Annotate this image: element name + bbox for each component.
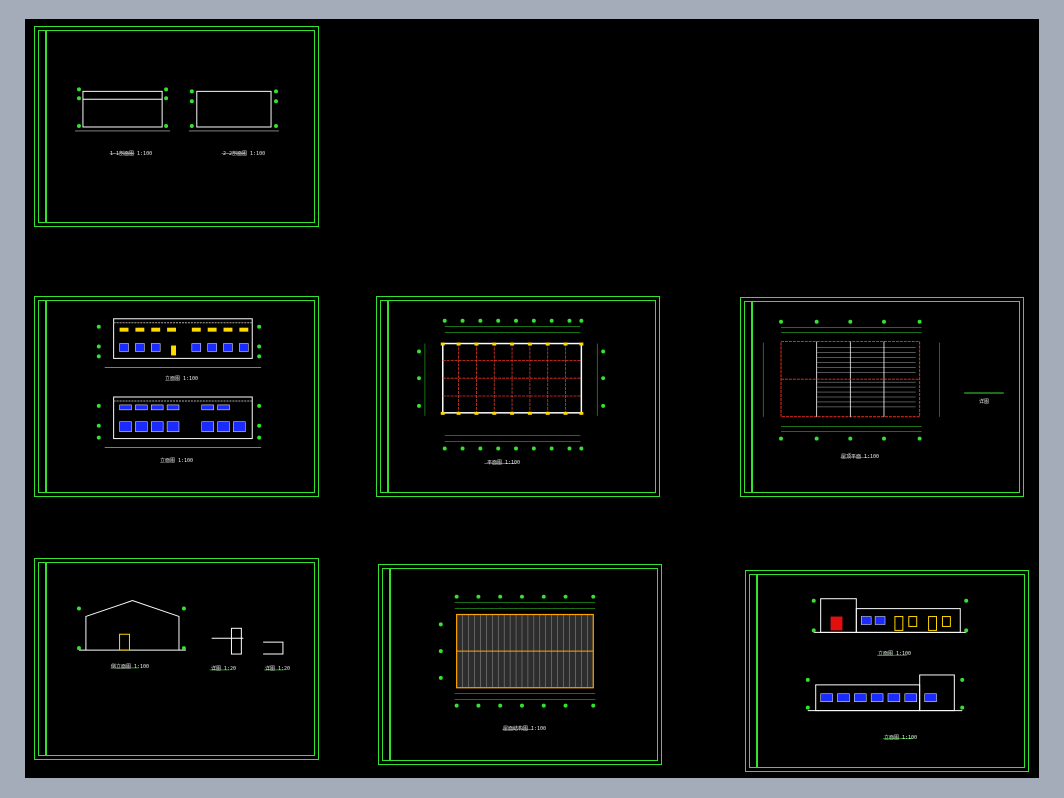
drawing-label: 立面图 1:100 [160, 458, 194, 464]
sheet-border [46, 562, 315, 756]
sheet-border [388, 300, 656, 493]
title-block [38, 30, 46, 223]
side-elevation-drawing [76, 600, 284, 671]
drawing-label: 平面图 1:100 [487, 460, 521, 466]
elevation-drawings [96, 318, 262, 448]
drawing-label: 立面图 1:100 [878, 651, 912, 657]
sheet-border [757, 574, 1025, 768]
drawing-sheet-annex-elevations[interactable]: 立面图 1:100 立面图 1:100 [745, 570, 1029, 772]
drawing-label: 1-1剖面图 1:100 [110, 151, 153, 157]
title-block [382, 568, 390, 761]
section-drawings [75, 87, 279, 155]
drawing-label: 详图 1:20 [211, 666, 237, 672]
drawing-canvas[interactable]: 1-1剖面图 1:100 2-2剖面图 1:100 [25, 19, 1039, 778]
drawing-label: 立面图 1:100 [884, 735, 918, 741]
title-block [38, 300, 46, 493]
sheet-border [752, 301, 1020, 493]
title-block [749, 574, 757, 768]
drawing-label: 屋顶平面 1:100 [841, 454, 880, 460]
drawing-sheet-roof-structure[interactable]: 屋面结构图 1:100 [378, 564, 662, 765]
drawing-label: 详图 1:20 [265, 666, 291, 672]
title-block [744, 301, 752, 493]
drawing-sheet-sections[interactable]: 1-1剖面图 1:100 2-2剖面图 1:100 [34, 26, 319, 227]
drawing-sheet-roof-plan[interactable]: 屋顶平面 1:100 详图 [740, 297, 1024, 497]
drawing-label: 详图 [979, 399, 990, 405]
title-block [380, 300, 388, 493]
title-block [38, 562, 46, 756]
sheet-border [46, 30, 315, 223]
sheet-border [390, 568, 658, 761]
drawing-sheet-side-elevation[interactable]: 侧立面图 1:100 详图 1:20 详图 1:20 [34, 558, 319, 760]
floor-plan-drawing [417, 318, 606, 464]
drawing-label: 侧立面图 1:100 [111, 664, 150, 670]
drawing-label: 立面图 1:100 [165, 376, 199, 382]
drawing-sheet-elevations[interactable]: 立面图 1:100 立面图 1:100 [34, 296, 319, 497]
drawing-label: 屋面结构图 1:100 [503, 726, 547, 732]
drawing-sheet-floor-plan[interactable]: 平面图 1:100 [376, 296, 660, 497]
sheet-border [46, 300, 315, 493]
roof-plan-drawing [762, 319, 1004, 458]
drawing-label: 2-2剖面图 1:100 [223, 151, 266, 157]
roof-structure-drawing [438, 594, 596, 730]
annex-elevation-drawing [805, 598, 969, 739]
